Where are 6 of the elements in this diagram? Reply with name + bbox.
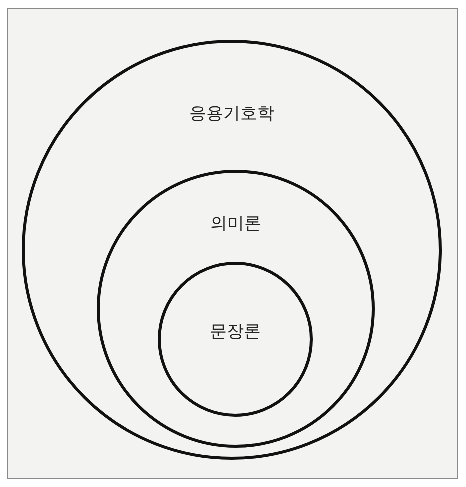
circle-label: 의미론 [210, 213, 262, 235]
circle-label: 문장론 [210, 321, 261, 343]
circle [97, 170, 375, 448]
circle [158, 262, 313, 417]
circle [22, 40, 442, 460]
circle-label: 응용기호학 [190, 103, 274, 125]
